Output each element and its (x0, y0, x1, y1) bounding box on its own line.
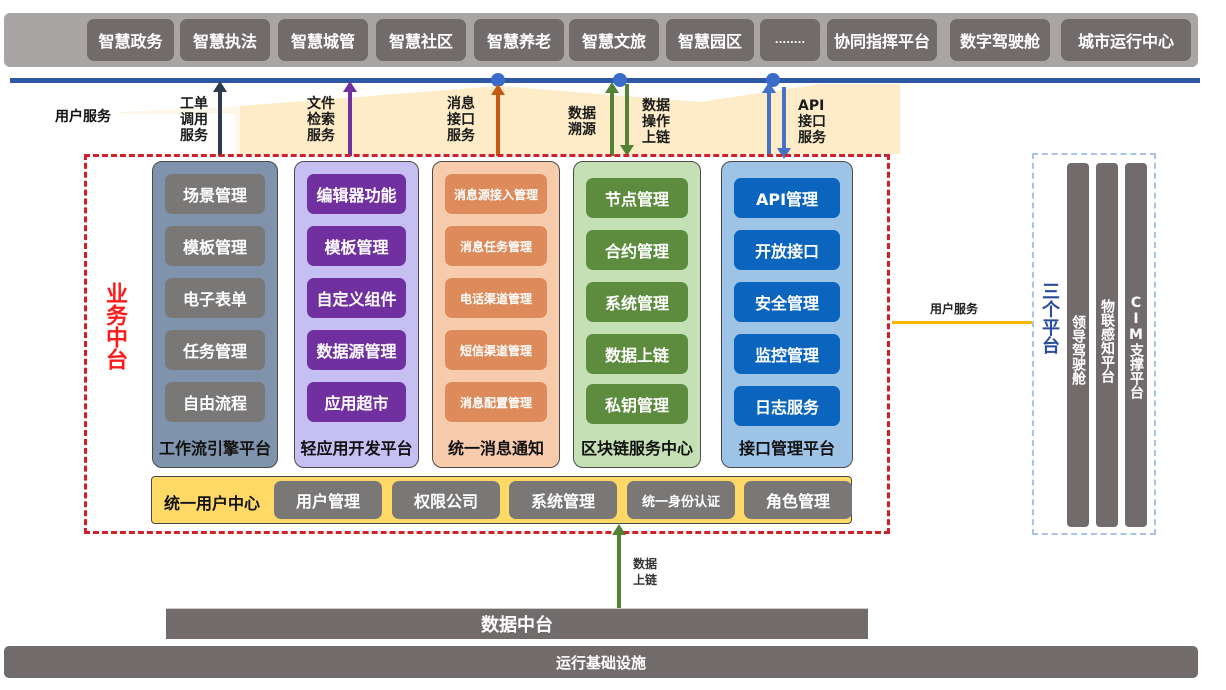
platform-cim-support[interactable]: CIM支撑平台 (1125, 163, 1147, 527)
app-digital-cockpit[interactable]: 数字驾驶舱 (950, 19, 1050, 61)
three-platforms-boundary (1032, 153, 1156, 535)
user-service-label-left: 用户服务 (55, 109, 111, 125)
user-service-label-right: 用户服务 (930, 302, 979, 316)
module-item[interactable]: 自定义组件 (307, 278, 406, 318)
user-service-band (120, 84, 900, 154)
module-item[interactable]: 安全管理 (734, 282, 840, 322)
business-platform-title: 业务中台 (102, 282, 127, 370)
app-city-operation-center[interactable]: 城市运行中心 (1061, 19, 1191, 61)
arrow-up-icon (213, 81, 227, 92)
module-title: 轻应用开发平台 (300, 439, 413, 458)
arrow-up-icon (605, 82, 619, 93)
infrastructure-bar[interactable]: 运行基础设施 (4, 646, 1198, 678)
arrow-up-icon (762, 82, 776, 93)
app-more[interactable]: ........ (760, 19, 820, 61)
module-item[interactable]: 自由流程 (165, 382, 265, 422)
module-item[interactable]: 消息任务管理 (445, 226, 547, 266)
user-center-title: 统一用户中心 (164, 494, 261, 513)
data-chain-arrow (617, 533, 621, 609)
module-item[interactable]: 电子表单 (165, 278, 265, 318)
module-item[interactable]: 电话渠道管理 (445, 278, 547, 318)
user-service-connector (892, 321, 1032, 324)
module-title: 接口管理平台 (738, 439, 835, 458)
module-api-management: API管理 开放接口 安全管理 监控管理 日志服务 接口管理平台 (721, 161, 853, 468)
platform-leader-cockpit[interactable]: 领导驾驶舱 (1067, 163, 1089, 527)
file-search-service-label: 文件 检索 服务 (307, 96, 335, 144)
workorder-arrow (218, 90, 222, 156)
api-down-arrow (782, 87, 786, 149)
data-op-chain-label: 数据 操作 上链 (642, 98, 670, 146)
user-center-item[interactable]: 角色管理 (744, 481, 852, 519)
module-item[interactable]: 数据上链 (586, 334, 688, 374)
module-blockchain-center: 节点管理 合约管理 系统管理 数据上链 私钥管理 区块链服务中心 (573, 161, 701, 468)
app-smart-park[interactable]: 智慧园区 (666, 19, 754, 61)
module-item[interactable]: 消息源接入管理 (445, 174, 547, 214)
user-center-item[interactable]: 用户管理 (274, 481, 382, 519)
module-item[interactable]: 节点管理 (586, 178, 688, 218)
data-trace-label: 数据 溯源 (568, 106, 596, 138)
module-item[interactable]: 模板管理 (165, 226, 265, 266)
module-item[interactable]: API管理 (734, 178, 840, 218)
workorder-service-label: 工单 调用 服务 (180, 96, 208, 144)
module-item[interactable]: 日志服务 (734, 386, 840, 426)
module-item[interactable]: 消息配置管理 (445, 382, 547, 422)
module-item[interactable]: 场景管理 (165, 174, 265, 214)
api-up-arrow (767, 91, 771, 156)
file-search-arrow (348, 90, 352, 156)
module-light-app-platform: 编辑器功能 模板管理 自定义组件 数据源管理 应用超市 轻应用开发平台 (294, 161, 419, 468)
module-title: 统一消息通知 (447, 439, 544, 458)
module-workflow-engine: 场景管理 模板管理 电子表单 任务管理 自由流程 工作流引擎平台 (152, 161, 278, 468)
module-item[interactable]: 开放接口 (734, 230, 840, 270)
app-smart-elderly-care[interactable]: 智慧养老 (474, 19, 564, 61)
module-item[interactable]: 编辑器功能 (307, 174, 406, 214)
module-item[interactable]: 私钥管理 (586, 384, 688, 424)
app-collaborative-command[interactable]: 协同指挥平台 (827, 19, 937, 61)
module-item[interactable]: 模板管理 (307, 226, 406, 266)
app-smart-city-management[interactable]: 智慧城管 (278, 19, 368, 61)
arrow-up-icon (612, 524, 626, 535)
arrow-down-icon (777, 148, 791, 159)
message-api-service-label: 消息 接口 服务 (447, 96, 475, 144)
module-item[interactable]: 任务管理 (165, 330, 265, 370)
module-item[interactable]: 应用超市 (307, 382, 406, 422)
module-item[interactable]: 数据源管理 (307, 330, 406, 370)
unified-user-center: 统一用户中心 用户管理 权限公司 系统管理 统一身份认证 角色管理 (151, 476, 852, 524)
bus-node-message (491, 73, 505, 87)
data-op-chain-arrow (625, 84, 629, 146)
user-center-item[interactable]: 系统管理 (509, 481, 617, 519)
platform-label: 物联感知平台 (1099, 299, 1115, 383)
user-center-item[interactable]: 统一身份认证 (627, 481, 735, 519)
data-chain-label: 数据 上链 (633, 557, 658, 587)
app-smart-government[interactable]: 智慧政务 (87, 19, 174, 61)
arrow-up-icon (343, 81, 357, 92)
platform-label: CIM支撑平台 (1128, 295, 1144, 399)
arrow-up-icon (491, 84, 505, 95)
three-platforms-title: 三个平台 (1039, 282, 1060, 354)
module-item[interactable]: 短信渠道管理 (445, 330, 547, 370)
module-item[interactable]: 合约管理 (586, 230, 688, 270)
data-platform-bar[interactable]: 数据中台 (166, 608, 868, 639)
module-item[interactable]: 监控管理 (734, 334, 840, 374)
app-smart-culture-tourism[interactable]: 智慧文旅 (569, 19, 659, 61)
platform-label: 领导驾驶舱 (1070, 315, 1086, 385)
service-bus-line (10, 78, 1200, 83)
module-item[interactable]: 系统管理 (586, 282, 688, 322)
app-smart-law-enforcement[interactable]: 智慧执法 (180, 19, 270, 61)
module-title: 区块链服务中心 (580, 439, 693, 458)
data-trace-arrow (610, 91, 614, 156)
arrow-down-icon (620, 145, 634, 156)
platform-iot-perception[interactable]: 物联感知平台 (1096, 163, 1118, 527)
app-smart-community[interactable]: 智慧社区 (376, 19, 466, 61)
business-platform-boundary (84, 154, 890, 534)
message-api-arrow (496, 93, 500, 156)
user-center-item[interactable]: 权限公司 (392, 481, 500, 519)
module-title: 工作流引擎平台 (158, 439, 271, 458)
module-unified-message: 消息源接入管理 消息任务管理 电话渠道管理 短信渠道管理 消息配置管理 统一消息… (432, 161, 560, 468)
api-service-label: API 接口 服务 (798, 98, 826, 146)
